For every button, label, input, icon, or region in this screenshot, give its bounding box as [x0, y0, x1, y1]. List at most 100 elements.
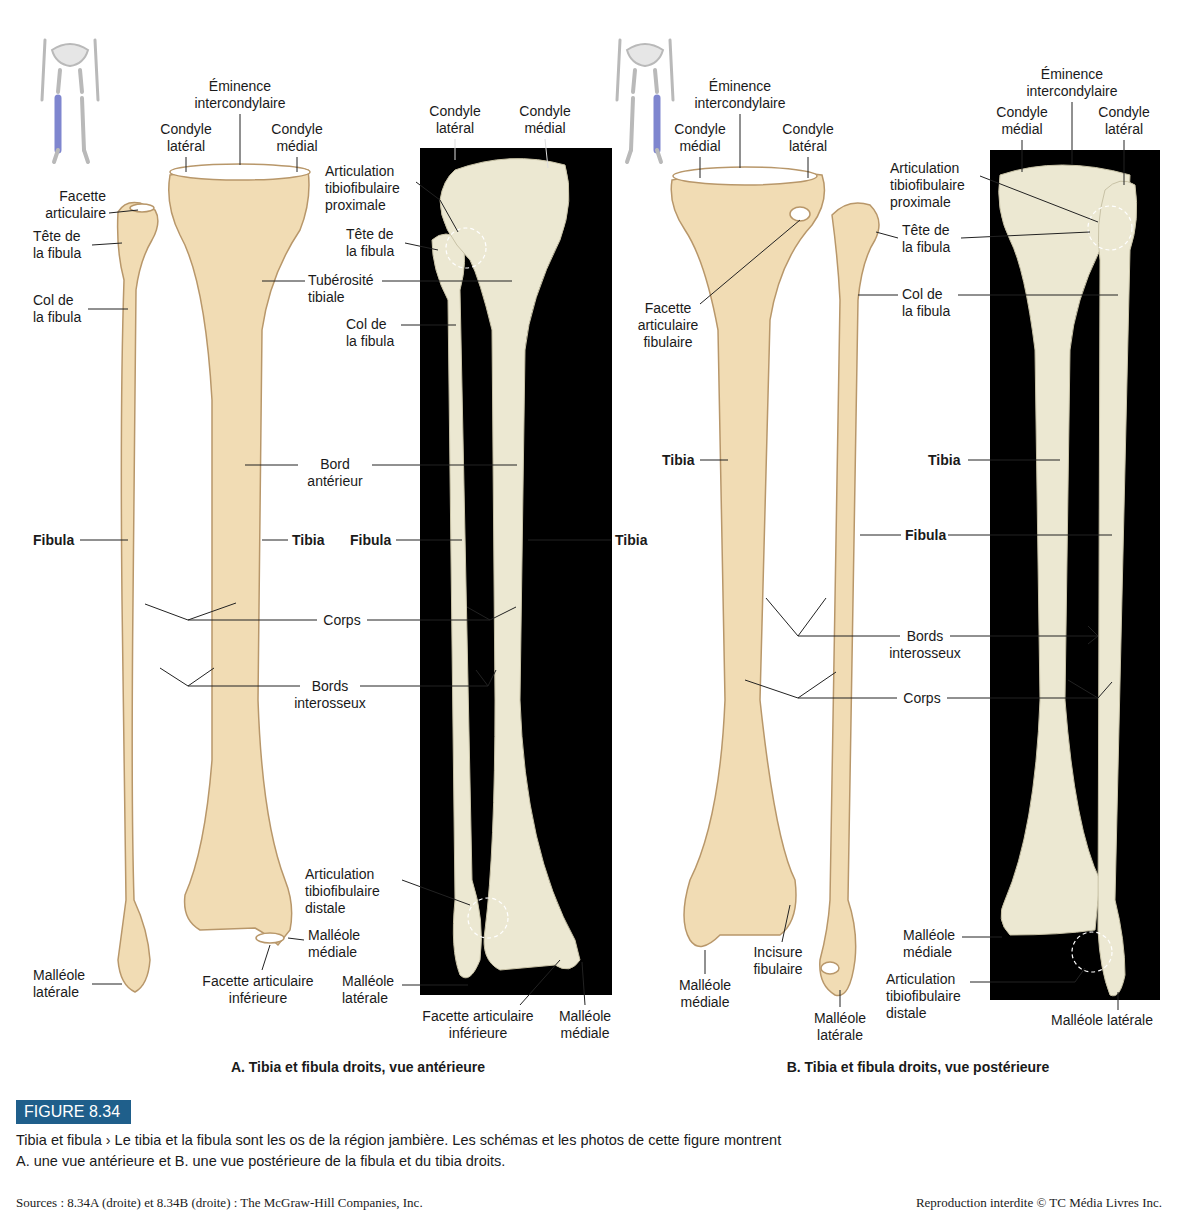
illustration-part — [962, 937, 1002, 938]
source-note: Reproduction interdite © TC Média Livres… — [822, 1194, 1162, 1211]
illustration-part — [88, 309, 128, 310]
illustration-part — [860, 535, 901, 536]
illustration-part — [808, 157, 809, 178]
illustration-part — [1098, 181, 1137, 996]
part-label: Facette articulaire — [16, 188, 106, 222]
photo-background — [990, 150, 1160, 1000]
illustration-part — [858, 295, 898, 296]
source-note: Sources : 8.34A (droite) et 8.34B (droit… — [16, 1194, 616, 1211]
figure-badge: FIGURE 8.34 — [16, 1100, 131, 1124]
bone-name: Fibula — [33, 532, 93, 549]
joint-marker — [1072, 206, 1132, 972]
illustration-part — [188, 620, 317, 621]
illustration-part — [1118, 992, 1119, 1010]
part-label: Condyle latéral — [1084, 104, 1164, 138]
illustration-part — [1068, 680, 1112, 698]
illustration-part — [80, 70, 82, 92]
part-label: Col de la fibula — [902, 286, 954, 320]
illustration-part — [617, 40, 620, 100]
illustration-part — [186, 157, 187, 172]
illustration-part — [673, 167, 817, 185]
illustration-part — [170, 164, 310, 180]
illustration-part — [446, 228, 486, 268]
part-label: Malléole latérale — [33, 967, 98, 1001]
illustration-part — [798, 636, 900, 637]
illustration-part — [245, 465, 298, 466]
illustration-part — [1072, 932, 1112, 972]
illustration-part — [52, 44, 88, 66]
illustration-part — [700, 220, 800, 304]
illustration-part — [740, 114, 741, 168]
illustration-part — [382, 281, 512, 282]
illustration-part — [467, 607, 516, 620]
part-label: Malléole latérale — [1042, 1012, 1162, 1029]
bone-name: B. Tibia et fibula droits, vue postérieu… — [708, 1059, 1128, 1076]
part-label: Tête de la fibula — [902, 222, 958, 256]
illustration-part — [950, 636, 1098, 637]
illustration-part — [520, 960, 560, 1005]
illustration-part — [396, 540, 462, 541]
illustration-part — [401, 325, 456, 326]
part-label: Condyle latéral — [415, 103, 495, 137]
illustration-part — [948, 535, 1112, 536]
part-label: Tête de la fibula — [33, 228, 89, 262]
leader-lines — [80, 102, 1124, 1010]
illustration-part — [654, 98, 661, 150]
part-label: Malléole médiale — [673, 977, 738, 1011]
part-label: Bords interosseux — [880, 628, 970, 662]
illustration-part — [671, 171, 824, 946]
illustration-part — [416, 182, 458, 232]
illustration-part — [1088, 626, 1098, 644]
illustration-part — [432, 234, 481, 978]
illustration-part — [631, 98, 633, 150]
illustration-part — [1088, 206, 1132, 250]
part-label: Malléole médiale — [308, 927, 373, 961]
bone-drawing — [118, 164, 310, 992]
bone-name: Tibia — [615, 532, 665, 549]
illustration-part — [633, 70, 635, 92]
illustration-part — [84, 150, 88, 162]
illustration-part — [876, 232, 898, 238]
skeleton-thumbnail — [617, 40, 673, 162]
illustration-part — [262, 945, 270, 970]
illustration-part — [145, 603, 236, 620]
illustration-part — [42, 40, 45, 100]
illustration-part — [700, 460, 728, 461]
illustration-part — [297, 157, 298, 172]
illustration-part — [798, 698, 897, 699]
illustration-part — [582, 962, 585, 1005]
part-label: Tête de la fibula — [346, 226, 402, 260]
illustration-part — [782, 905, 790, 942]
part-label: Condyle latéral — [146, 121, 226, 155]
part-label: Facette articulaire inférieure — [408, 1008, 548, 1042]
part-label: Condyle médial — [510, 103, 580, 137]
illustration-part — [402, 880, 470, 905]
illustration-part — [440, 159, 580, 970]
illustration-part — [980, 176, 1098, 222]
illustration-part — [958, 295, 1118, 296]
illustration-part — [545, 139, 548, 168]
part-label: Malléole médiale — [903, 927, 968, 961]
illustration-part — [655, 70, 657, 92]
part-label: Condyle médial — [262, 121, 332, 155]
part-label: Éminence intercondylaire — [1007, 66, 1137, 100]
part-label: Corps — [312, 612, 372, 629]
part-label: Col de la fibula — [33, 292, 85, 326]
illustration-part — [262, 540, 288, 541]
illustration-part — [256, 933, 284, 943]
illustration-part — [657, 150, 661, 162]
illustration-part — [372, 465, 517, 466]
bone-name: Tibia — [662, 452, 712, 469]
joint-marker — [446, 228, 508, 938]
part-label: Condyle médial — [987, 104, 1057, 138]
bone-photo — [999, 165, 1137, 996]
illustration-part — [821, 962, 839, 974]
illustration-part — [947, 698, 1098, 699]
illustration-part — [367, 620, 490, 621]
illustration-part — [54, 150, 58, 162]
illustration-part — [766, 598, 826, 636]
illustration-part — [80, 540, 128, 541]
illustration-part — [402, 985, 468, 986]
illustration-part — [961, 232, 1090, 238]
part-label: Éminence intercondylaire — [675, 78, 805, 112]
